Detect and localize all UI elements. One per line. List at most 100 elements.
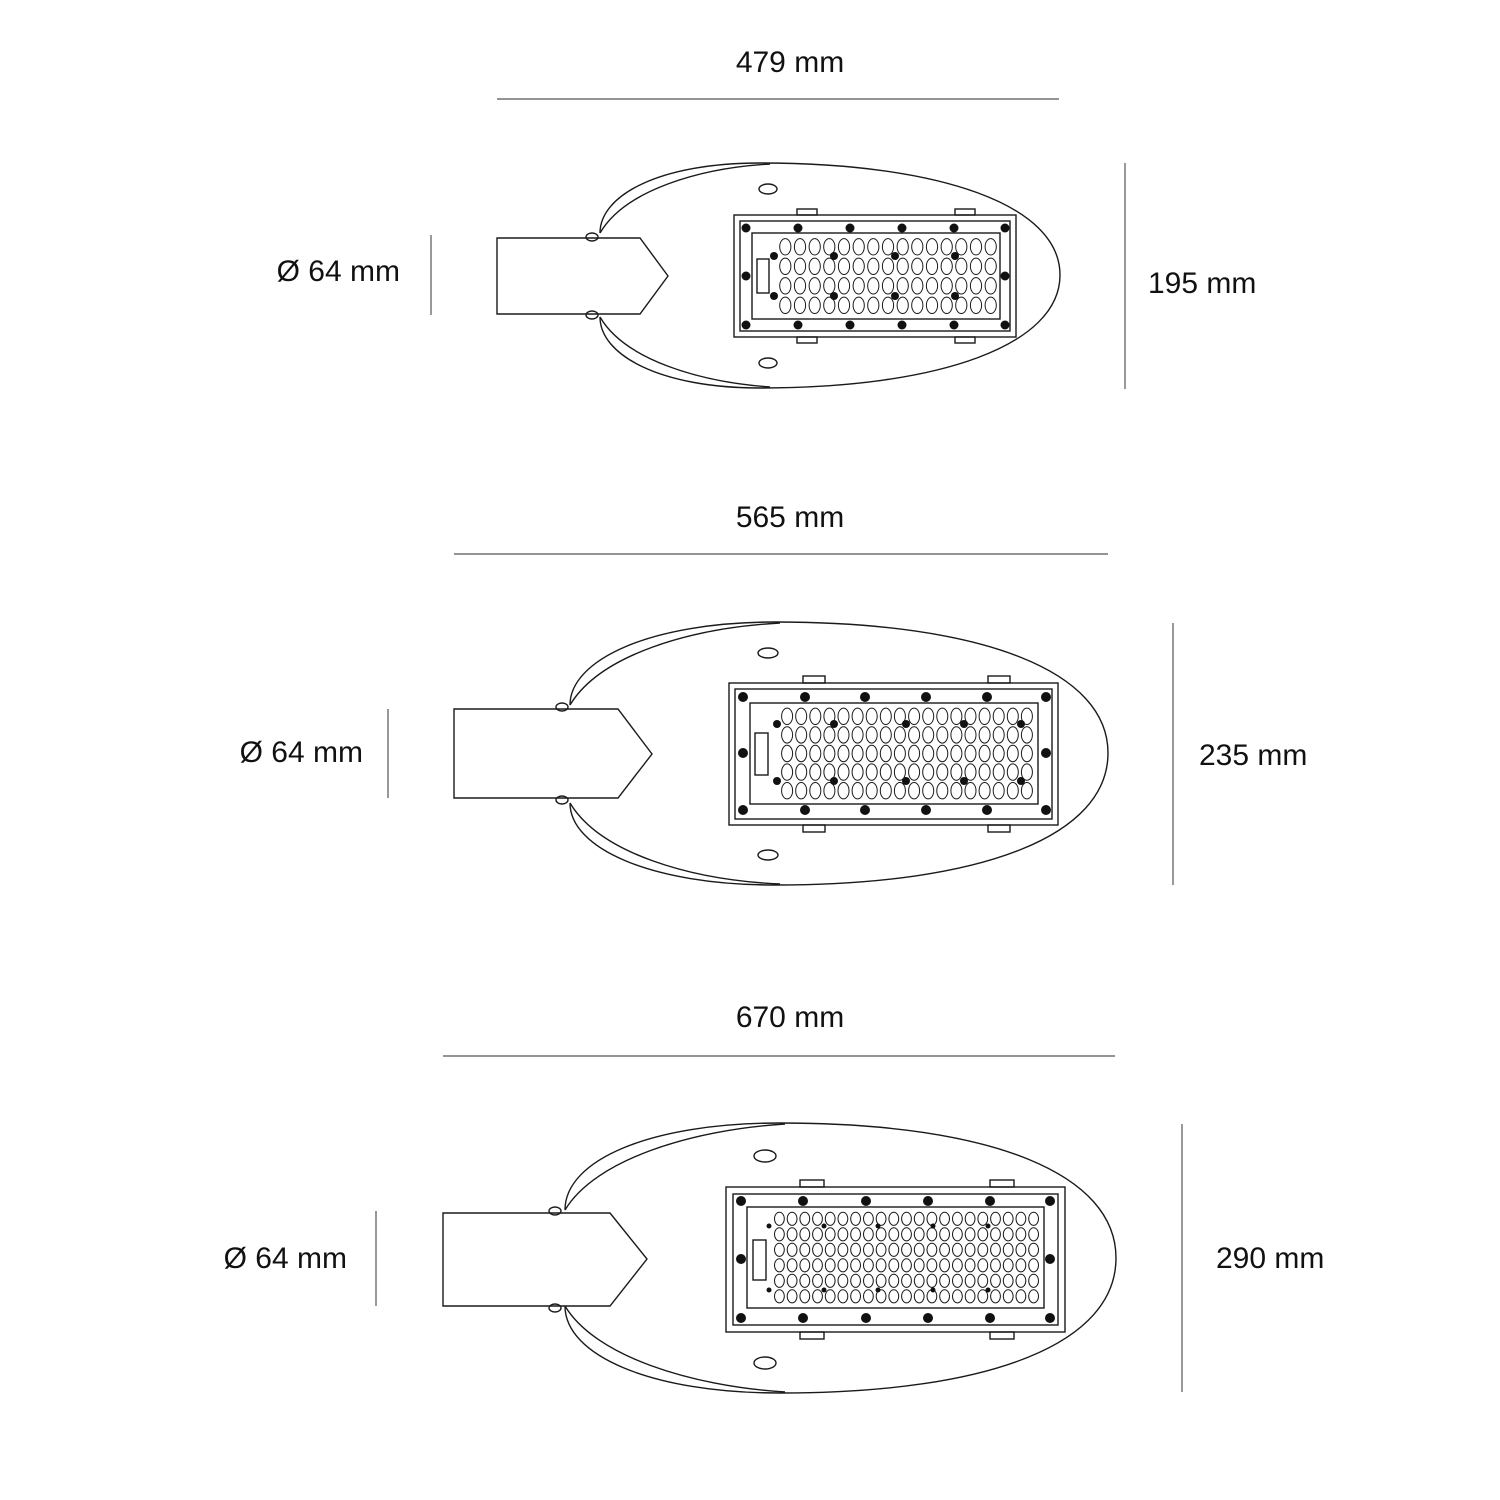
led-lens <box>837 257 851 275</box>
led-lens <box>984 296 997 314</box>
led-lens <box>781 782 794 800</box>
led-lens <box>837 1289 849 1304</box>
led-lens <box>779 238 792 256</box>
led-lens <box>893 707 906 725</box>
led-lens <box>950 744 963 763</box>
led-lens <box>851 782 864 800</box>
module-clip <box>796 336 818 344</box>
led-module <box>725 1179 1066 1340</box>
led-lens <box>799 1242 811 1257</box>
led-lens <box>893 763 906 781</box>
led-lens <box>888 1289 900 1304</box>
led-lens <box>913 1211 925 1226</box>
led-lens <box>893 782 906 800</box>
led-lens <box>908 744 921 763</box>
led-lens <box>964 1258 976 1273</box>
led-lens <box>823 238 836 256</box>
screw <box>897 223 907 233</box>
led-lens <box>875 1258 887 1273</box>
led-lens <box>964 1227 976 1242</box>
housing-inner-curve <box>569 622 781 885</box>
led-lens <box>812 1227 823 1242</box>
led-lens <box>926 1273 938 1288</box>
spigot-clamp-top <box>555 702 569 712</box>
screw <box>770 292 778 300</box>
pole-spigot <box>496 237 669 315</box>
led-lens <box>823 296 836 314</box>
led-lens <box>922 707 935 725</box>
led-lens <box>786 1258 798 1273</box>
led-lens <box>926 1258 938 1273</box>
led-lens <box>774 1227 785 1242</box>
screw <box>960 720 968 728</box>
led-lens <box>1006 707 1019 725</box>
led-lens <box>1028 1258 1039 1273</box>
led-lens <box>939 1211 950 1226</box>
led-lens <box>809 707 822 725</box>
led-lens <box>795 707 808 725</box>
led-lens <box>863 1273 874 1288</box>
led-lens <box>978 707 991 725</box>
led-lens <box>837 744 850 763</box>
led-lens <box>911 296 924 314</box>
screw <box>1041 805 1051 815</box>
screw <box>1000 223 1010 233</box>
led-lens <box>837 1227 849 1242</box>
led-board <box>751 232 1001 320</box>
led-lens <box>837 1273 849 1288</box>
led-lens <box>908 726 921 744</box>
led-lens <box>940 277 953 295</box>
led-lens <box>901 1227 912 1242</box>
led-lens <box>926 1242 938 1257</box>
led-lens <box>793 257 807 275</box>
spigot-clamp-bottom <box>585 310 599 320</box>
led-lens <box>977 1211 989 1226</box>
led-lens <box>774 1289 785 1304</box>
led-lens <box>823 744 836 763</box>
screw <box>902 720 910 728</box>
screw <box>738 748 748 758</box>
screw <box>800 692 810 702</box>
led-lens <box>865 782 878 800</box>
led-lens <box>1015 1289 1027 1304</box>
pole-spigot <box>453 708 653 799</box>
screw-set <box>741 223 1010 330</box>
led-lens <box>978 726 991 744</box>
screw <box>766 1223 772 1229</box>
led-lens <box>952 1289 963 1304</box>
screw <box>1041 692 1051 702</box>
screw <box>875 1287 881 1293</box>
led-lens <box>913 1242 925 1257</box>
led-lens <box>851 707 864 725</box>
led-lens <box>1028 1227 1039 1242</box>
led-lens <box>911 238 924 256</box>
led-lens <box>952 1273 963 1288</box>
led-lens <box>863 1242 874 1257</box>
spigot-clamp-top <box>548 1206 562 1216</box>
led-lens <box>990 1258 1001 1273</box>
led-lens <box>781 707 794 725</box>
led-lens <box>793 296 807 314</box>
housing-inner-curve <box>564 1123 786 1393</box>
screw <box>985 1287 991 1293</box>
screw <box>736 1313 746 1323</box>
screw <box>982 692 992 702</box>
led-lens <box>964 763 977 781</box>
led-lens <box>913 1289 925 1304</box>
led-lens <box>850 1242 861 1257</box>
led-module-frame <box>728 682 1059 826</box>
led-lens <box>837 707 850 725</box>
screw <box>923 1196 933 1206</box>
led-lens <box>774 1211 785 1226</box>
led-lens <box>850 1258 861 1273</box>
led-lens <box>837 1211 849 1226</box>
led-lens <box>786 1289 798 1304</box>
module-clip <box>989 1179 1015 1188</box>
led-lens <box>964 1242 976 1257</box>
led-lens <box>851 726 864 744</box>
led-lens <box>1002 1258 1014 1273</box>
led-lens <box>1002 1211 1014 1226</box>
led-lens <box>955 238 968 256</box>
screw <box>891 252 899 260</box>
